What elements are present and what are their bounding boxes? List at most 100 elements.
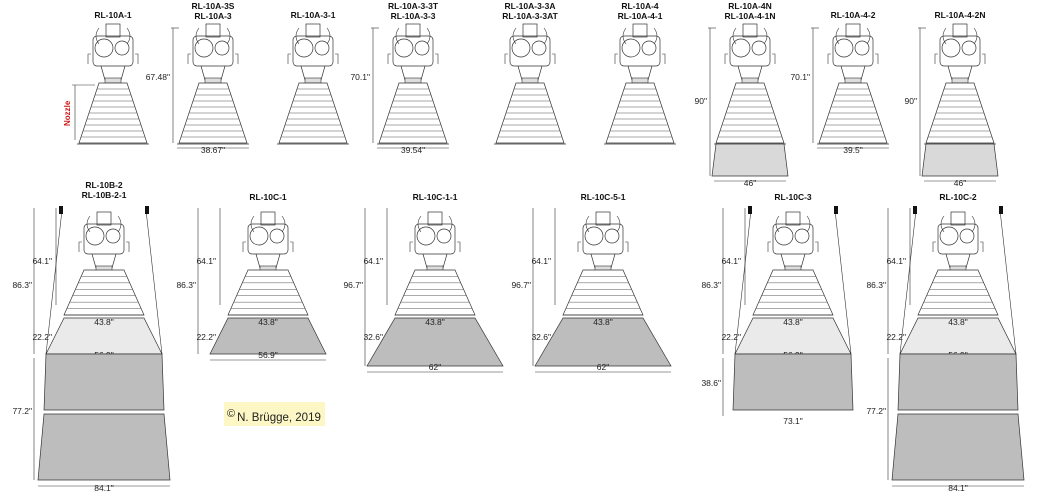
actuator xyxy=(913,206,917,214)
pump-housing xyxy=(794,228,810,244)
injector-dome xyxy=(96,211,112,226)
width-dimension: 39.54" xyxy=(401,145,425,155)
feed-lines xyxy=(934,27,986,64)
pump-housing xyxy=(731,38,751,58)
pump-housing xyxy=(774,226,794,246)
throat xyxy=(204,77,222,84)
pump-housing xyxy=(641,40,657,56)
nozzle-section xyxy=(752,269,834,316)
engine-title: RL-10C-2 xyxy=(939,192,977,202)
engine-title: RL-10A-4-1N xyxy=(724,11,775,21)
injector-dome xyxy=(260,211,276,226)
pump-housing xyxy=(939,226,959,246)
nozzle-extension xyxy=(209,317,327,355)
pump-housing xyxy=(854,40,870,56)
engine-title: RL-10A-4-2N xyxy=(934,10,985,20)
nozzle-extension xyxy=(711,143,789,177)
engine-rl-10c-1-1: RL-10C-1-143.8"43.8"62"64.1"96.7"32.6" xyxy=(343,192,504,373)
deployment-strut xyxy=(145,209,163,355)
pump-housing xyxy=(511,38,531,58)
pump-housing xyxy=(294,38,314,58)
feed-lines xyxy=(87,27,139,64)
actuator xyxy=(999,206,1003,214)
turbopump-outline xyxy=(939,35,981,67)
width-dimension: 46" xyxy=(744,178,756,188)
nozzle-section xyxy=(917,269,999,316)
throat xyxy=(844,77,862,84)
turbopump-outline xyxy=(92,35,134,67)
throat xyxy=(104,77,122,84)
pump-housing xyxy=(531,40,547,56)
turbopump-outline xyxy=(772,223,814,255)
turbopump-outline xyxy=(247,223,289,255)
pump-housing xyxy=(941,38,961,58)
injector-dome xyxy=(952,23,968,38)
engine-rl-10c-1: RL-10C-143.8"43.8"56.9"64.1"86.3"22.2" xyxy=(176,192,327,361)
turbopump-outline xyxy=(392,35,434,67)
engine-title: RL-10A-3S xyxy=(192,1,235,11)
feed-lines xyxy=(409,215,461,252)
height-dimension: 38.6" xyxy=(701,378,721,388)
actuator xyxy=(145,206,149,214)
engine-title: RL-10A-3-3A xyxy=(504,1,555,11)
feed-lines xyxy=(614,27,666,64)
width-dimension: 62" xyxy=(597,362,609,372)
engine-title: RL-10A-3-3T xyxy=(388,1,439,11)
actuator xyxy=(59,206,63,214)
width-dimension: 39.5" xyxy=(843,145,863,155)
feed-lines xyxy=(932,215,984,252)
height-dimension: 64.1" xyxy=(721,256,741,266)
width-dimension: 43.8" xyxy=(783,317,803,327)
width-dimension: 43.8" xyxy=(258,317,278,327)
feed-lines xyxy=(387,27,439,64)
engine-title: RL-10A-4-1 xyxy=(618,11,663,21)
engine-title: RL-10C-5-1 xyxy=(581,192,626,202)
nozzle-section xyxy=(394,269,476,316)
height-dimension: 32.6" xyxy=(363,332,383,342)
width-dimension: 73.1" xyxy=(783,416,803,426)
turbopump-outline xyxy=(937,223,979,255)
injector-dome xyxy=(785,211,801,226)
pump-housing xyxy=(604,228,620,244)
turbopump-outline xyxy=(83,223,125,255)
pump-housing xyxy=(621,38,641,58)
pump-housing xyxy=(414,40,430,56)
throat xyxy=(304,77,322,84)
engine-title: RL-10A-3-3 xyxy=(391,11,436,21)
height-dimension: 86.3" xyxy=(701,280,721,290)
deployable-extension xyxy=(43,353,165,411)
injector-dome xyxy=(595,211,611,226)
height-dimension: 86.3" xyxy=(12,280,32,290)
width-dimension: 84.1" xyxy=(948,483,968,493)
deployment-strut xyxy=(999,209,1017,355)
nozzle-label: Nozzle xyxy=(63,100,72,126)
turbopump-outline xyxy=(729,35,771,67)
actuator xyxy=(748,206,752,214)
engine-rl-10c-2: RL-10C-243.8"43.8"56.9"73.1"84.1"64.1"86… xyxy=(866,192,1025,493)
engine-rl-10a-4-2: RL-10A-4-2 70.1" 39.5" xyxy=(790,10,889,155)
width-dimension: 56.9" xyxy=(258,350,278,360)
height-dimension: 64.1" xyxy=(886,256,906,266)
pump-housing xyxy=(94,38,114,58)
pump-housing xyxy=(214,40,230,56)
height-dimension: 22.2" xyxy=(196,332,216,342)
engine-title: RL-10A-3-1 xyxy=(291,10,336,20)
pump-housing xyxy=(584,226,604,246)
height-dimension: 90" xyxy=(905,96,917,106)
injector-dome xyxy=(950,211,966,226)
engine-title: RL-10B-2 xyxy=(85,180,123,190)
engine-title: RL-10A-3 xyxy=(194,11,232,21)
engine-title: RL-10A-4-2 xyxy=(831,10,876,20)
width-dimension: 62" xyxy=(429,362,441,372)
height-dimension: 70.1" xyxy=(790,72,810,82)
engine-title: RL-10A-4 xyxy=(621,1,659,11)
height-dimension: 22.2" xyxy=(32,332,52,342)
deployment-strut xyxy=(899,209,917,355)
height-dimension: 64.1" xyxy=(531,256,551,266)
copyright-text: N. Brügge, 2019 xyxy=(237,412,321,424)
injector-dome xyxy=(105,23,121,38)
pump-housing xyxy=(436,228,452,244)
engine-title: RL-10C-3 xyxy=(774,192,812,202)
